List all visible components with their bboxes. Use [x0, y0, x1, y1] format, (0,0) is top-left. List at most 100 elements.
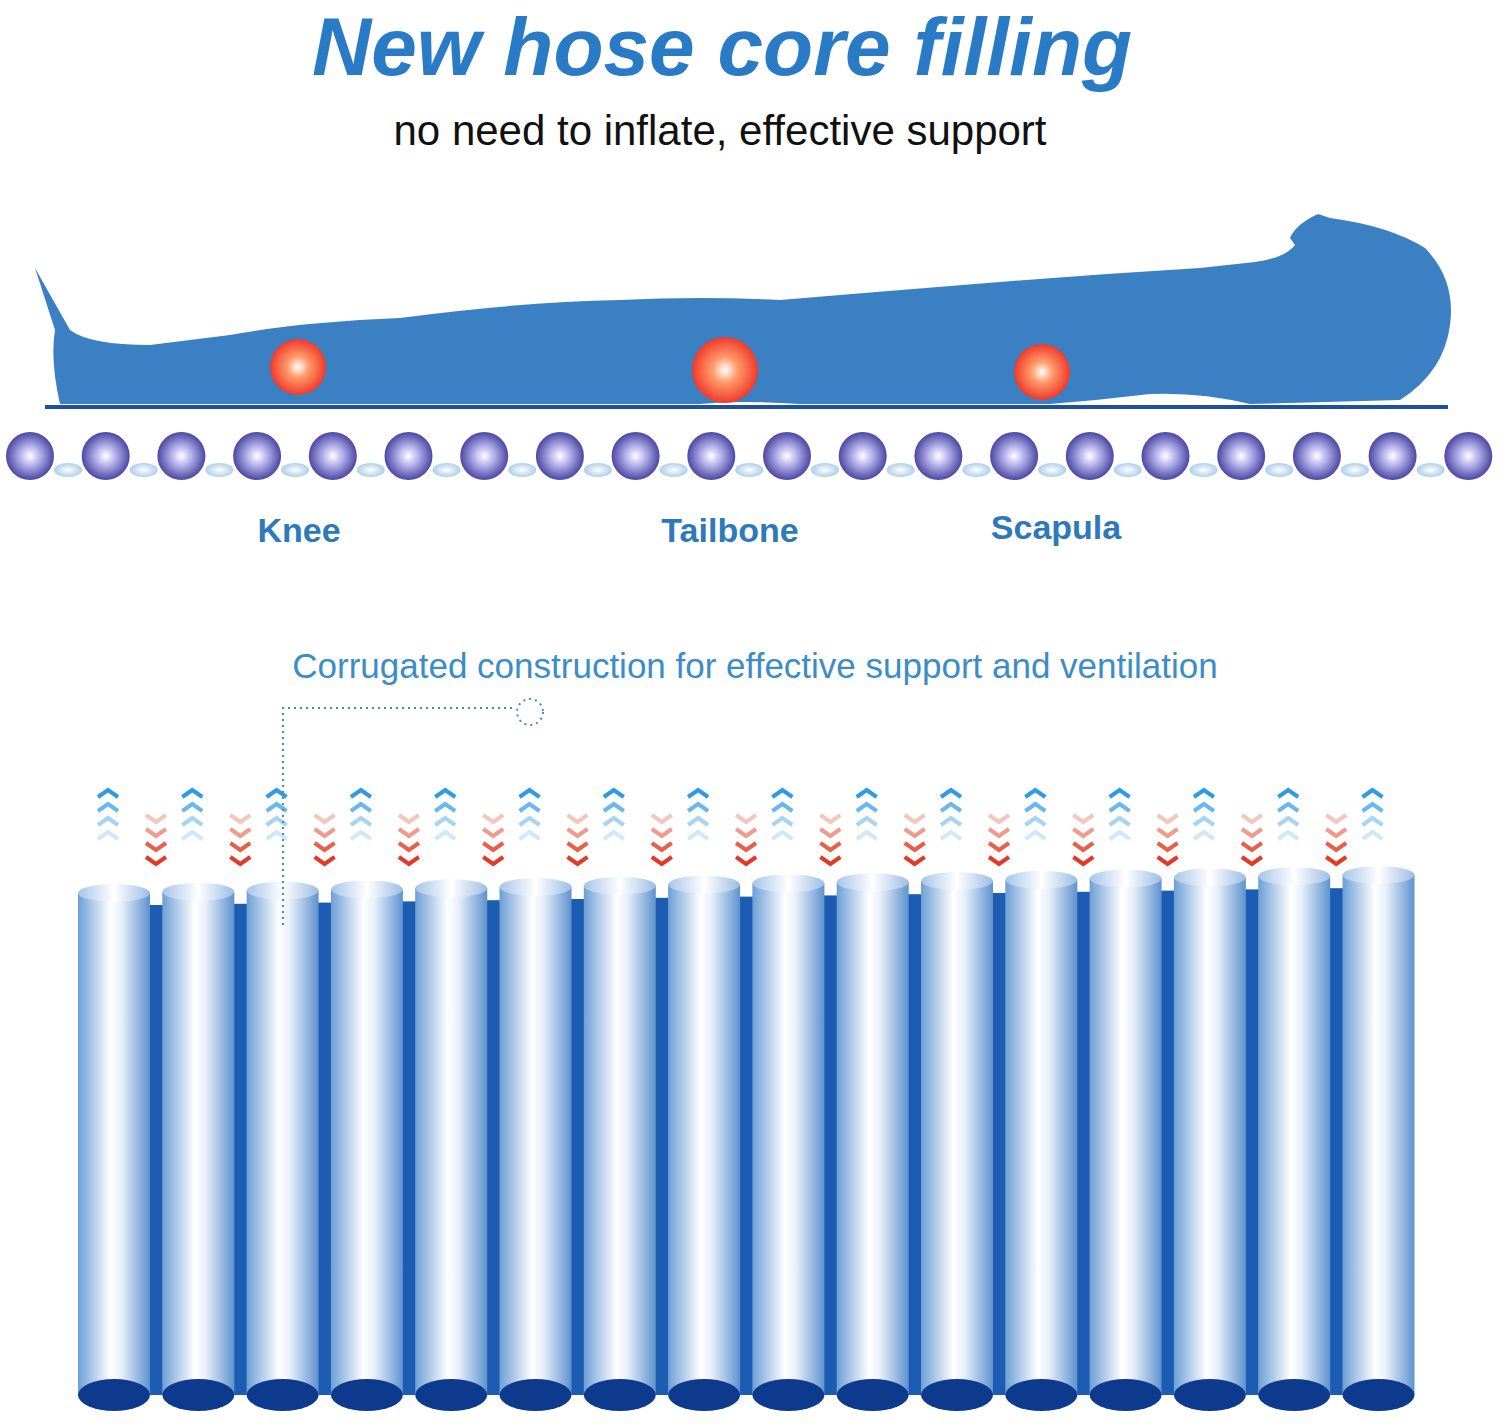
small-bead	[584, 463, 612, 477]
tube-gap	[654, 898, 670, 1395]
warm-air-chevron	[1242, 843, 1262, 850]
warm-air-chevron	[1242, 815, 1262, 822]
cool-air-chevron	[1025, 790, 1045, 797]
tube-end	[752, 1379, 824, 1411]
warm-air-chevron	[1326, 857, 1346, 864]
warm-air-chevron	[820, 829, 840, 836]
cool-air-chevron	[1110, 832, 1130, 839]
tube-gap	[1328, 888, 1344, 1395]
warm-air-chevron	[736, 843, 756, 850]
hose-tube	[1090, 879, 1162, 1395]
tube-gap	[822, 895, 838, 1395]
warm-air-chevron	[989, 857, 1009, 864]
small-bead	[660, 463, 688, 477]
hose-tube	[162, 892, 234, 1395]
hose-tube	[837, 882, 909, 1395]
hose-tube	[78, 893, 150, 1395]
warm-air-chevron	[146, 843, 166, 850]
pressure-point	[1014, 344, 1070, 400]
support-ball	[385, 432, 433, 480]
tube-top	[837, 873, 909, 891]
tube-end	[584, 1379, 656, 1411]
callout-text: Corrugated construction for effective su…	[292, 647, 1217, 686]
cool-air-chevron	[1194, 818, 1214, 825]
warm-air-chevron	[1073, 857, 1093, 864]
cool-air-chevron	[1194, 832, 1214, 839]
warm-air-chevron	[568, 815, 588, 822]
cool-air-chevron	[772, 832, 792, 839]
warm-air-chevron	[399, 829, 419, 836]
cool-air-chevron	[1363, 804, 1383, 811]
support-ball	[536, 432, 584, 480]
warm-air-chevron	[905, 857, 925, 864]
body-silhouette	[35, 214, 1451, 404]
small-bead	[1114, 463, 1142, 477]
warm-air-chevron	[230, 815, 250, 822]
cool-air-chevron	[182, 790, 202, 797]
cool-air-chevron	[772, 790, 792, 797]
pressure-point	[692, 337, 758, 403]
warm-air-chevron	[230, 843, 250, 850]
small-bead	[433, 463, 461, 477]
warm-air-chevron	[989, 843, 1009, 850]
support-ball	[309, 432, 357, 480]
support-ball	[1369, 432, 1417, 480]
warm-air-chevron	[652, 829, 672, 836]
tube-gap	[991, 893, 1007, 1395]
hose-tube	[921, 881, 993, 1395]
warm-air-chevron	[1073, 829, 1093, 836]
hose-tube	[500, 887, 572, 1395]
warm-air-chevron	[230, 829, 250, 836]
warm-air-chevron	[399, 857, 419, 864]
body-part-label: Scapula	[991, 509, 1121, 546]
small-bead	[1265, 463, 1293, 477]
warm-air-chevron	[1073, 843, 1093, 850]
pressure-point	[270, 339, 326, 395]
tube-gap	[570, 899, 586, 1395]
tube-top	[921, 872, 993, 890]
warm-air-chevron	[315, 857, 335, 864]
cool-air-chevron	[857, 832, 877, 839]
small-bead	[1190, 463, 1218, 477]
tube-gap	[148, 905, 164, 1395]
cool-air-chevron	[520, 832, 540, 839]
support-ball	[1217, 432, 1265, 480]
warm-air-chevron	[315, 815, 335, 822]
cool-air-chevron	[351, 804, 371, 811]
cool-air-chevron	[1363, 790, 1383, 797]
warm-air-chevron	[399, 815, 419, 822]
support-ball	[82, 432, 130, 480]
warm-air-chevron	[820, 815, 840, 822]
tube-top	[668, 876, 740, 894]
support-ball	[1293, 432, 1341, 480]
small-bead	[130, 463, 158, 477]
cool-air-chevron	[351, 818, 371, 825]
warm-air-chevron	[315, 829, 335, 836]
hose-tube	[1005, 880, 1077, 1395]
tube-end	[921, 1379, 993, 1411]
hose-tube	[247, 891, 319, 1395]
tube-end	[1343, 1379, 1415, 1411]
support-ball	[763, 432, 811, 480]
tube-end	[1005, 1379, 1077, 1411]
cool-air-chevron	[857, 818, 877, 825]
support-ball	[233, 432, 281, 480]
small-bead	[962, 463, 990, 477]
warm-air-chevron	[483, 829, 503, 836]
warm-air-chevron	[652, 843, 672, 850]
support-ball	[1444, 432, 1492, 480]
hose-tube	[415, 888, 487, 1395]
cool-air-chevron	[1110, 804, 1130, 811]
cool-air-chevron	[1363, 832, 1383, 839]
tube-gap	[401, 901, 417, 1395]
cool-air-chevron	[857, 804, 877, 811]
support-ball	[1066, 432, 1114, 480]
title: New hose core filling	[312, 2, 1132, 92]
support-ball	[914, 432, 962, 480]
tube-gap	[1160, 891, 1176, 1395]
cool-air-chevron	[1278, 818, 1298, 825]
tube-gap	[317, 903, 333, 1395]
tube-top	[1174, 868, 1246, 886]
warm-air-chevron	[1158, 857, 1178, 864]
small-bead	[887, 463, 915, 477]
